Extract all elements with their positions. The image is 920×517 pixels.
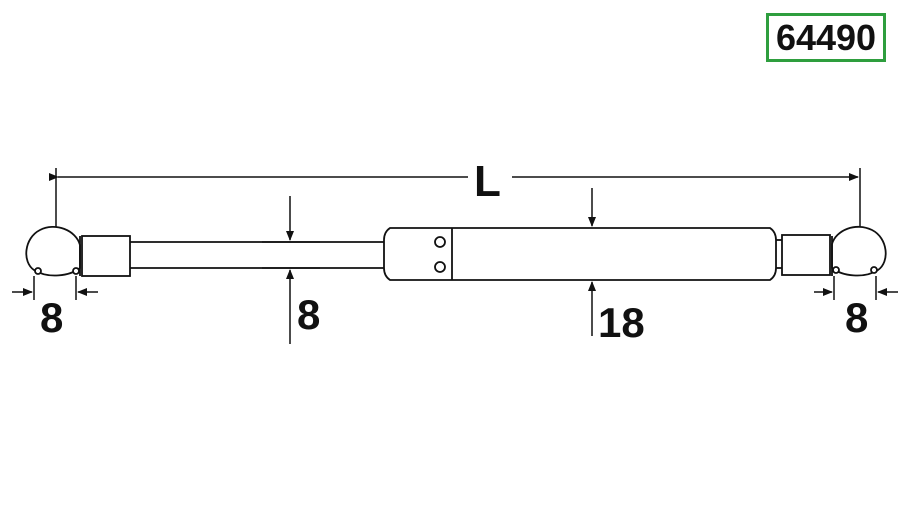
- right-collar: [781, 234, 831, 276]
- part-number-text: 64490: [775, 16, 877, 58]
- cylinder-body: [383, 227, 782, 281]
- right-eye-dimension: [814, 276, 898, 300]
- rod-diameter-dimension: [262, 196, 320, 344]
- cylinder-diameter-label: 18: [598, 299, 645, 346]
- left-collar: [81, 235, 131, 277]
- right-ball-socket: [831, 225, 887, 277]
- length-label: L: [474, 157, 501, 206]
- rod-diameter-label: 8: [297, 291, 321, 338]
- left-ball-socket: [25, 225, 81, 277]
- length-dimension: [49, 168, 861, 230]
- right-eye-diameter-label: 8: [845, 294, 869, 341]
- left-eye-diameter-label: 8: [40, 294, 64, 341]
- piston-rod: [130, 241, 384, 269]
- part-number-badge: 64490: [766, 13, 886, 62]
- left-eye-dimension: [12, 276, 98, 300]
